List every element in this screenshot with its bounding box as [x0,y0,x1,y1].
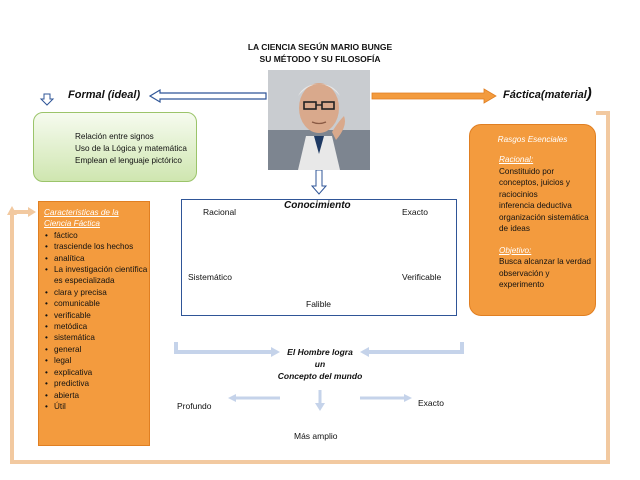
conocimiento-box [181,199,457,316]
racional-item: organización sistemática de ideas [499,212,589,234]
caracteristica-item: trasciende los hechos [44,241,148,253]
caracteristica-item: explicativa [44,367,148,379]
conocimiento-verificable: Verificable [402,272,442,282]
caracteristica-item: comunicable [44,298,148,310]
conclusion-mas-amplio: Más amplio [294,431,338,441]
conclusion-exacto: Exacto [418,398,444,408]
caracteristicas-list: fáctico trasciende los hechos analítica … [44,230,148,413]
caracteristica-item: analítica [44,253,148,265]
formal-label: Formal (ideal) [68,89,141,101]
caracteristica-item: Útil [44,401,148,413]
conclusion-line-3: Concepto del mundo [277,371,363,381]
caracteristica-item: predictiva [44,378,148,390]
conclusion-profundo: Profundo [177,401,212,411]
outer-frame-line [10,111,610,464]
caracteristicas-content: Características de la Ciencia Fáctica fá… [44,207,148,413]
caracteristica-item: general [44,344,148,356]
factica-label-paren: ) [586,85,592,102]
caracteristica-item: verificable [44,310,148,322]
rasgos-content: Racional: Constituido por conceptos, jui… [499,154,595,291]
racional-item: Constituido por conceptos, juicios y rac… [499,166,570,199]
caracteristicas-title: Características de la Ciencia Fáctica [44,208,119,229]
title-line-2: SU MÉTODO Y SU FILOSOFÍA [259,54,381,64]
title-line-1: LA CIENCIA SEGÚN MARIO BUNGE [247,42,393,52]
factica-label: Fáctica(material) [503,85,592,102]
caracteristica-item: fáctico [44,230,148,242]
arrow-down-conocimiento [310,169,328,195]
formal-box [33,112,197,182]
rasgos-title: Rasgos Esenciales [497,135,568,144]
objetivo-title: Objetivo: [499,245,532,255]
formal-item: Uso de la Lógica y matemática [75,144,187,153]
arrow-down-formal [39,93,55,106]
conocimiento-falible: Falible [306,299,332,309]
mario-bunge-photo [268,70,370,170]
formal-item: Emplean el lenguaje pictórico [75,156,182,165]
conocimiento-sistematico: Sistemático [188,272,232,282]
conocimiento-racional: Racional [203,207,237,217]
racional-item: inferencia deductiva [499,201,572,210]
conocimiento-title: Conocimiento [284,200,351,211]
conclusion-text: El Hombre logra un Concepto del mundo [250,346,390,382]
racional-title: Racional: [499,155,534,164]
caracteristica-item: metódica [44,321,148,333]
factica-label-text: Fáctica(material [503,89,587,101]
caracteristica-item: clara y precisa [44,287,148,299]
rasgos-box [469,124,596,316]
objetivo-item: Busca alcanzar la verdad [499,257,591,266]
formal-list: Relación entre signos Uso de la Lógica y… [75,131,187,167]
conclusion-line-2: un [314,359,326,369]
caracteristica-item: legal [44,355,148,367]
conclusion-arrows [174,342,464,411]
conocimiento-exacto: Exacto [402,207,428,217]
arrow-to-factica [371,88,497,104]
caracteristica-item: sistemática [44,332,148,344]
objetivo-item: observación y experimento [499,268,550,290]
diagram-title: LA CIENCIA SEGÚN MARIO BUNGE SU MÉTODO Y… [200,41,440,65]
conclusion-line-1: El Hombre logra [287,347,353,357]
arrow-to-formal [148,88,267,104]
caracteristica-item: La investigación científica es especiali… [44,264,148,287]
formal-item: Relación entre signos [75,132,154,141]
caracteristica-item: abierta [44,390,148,402]
